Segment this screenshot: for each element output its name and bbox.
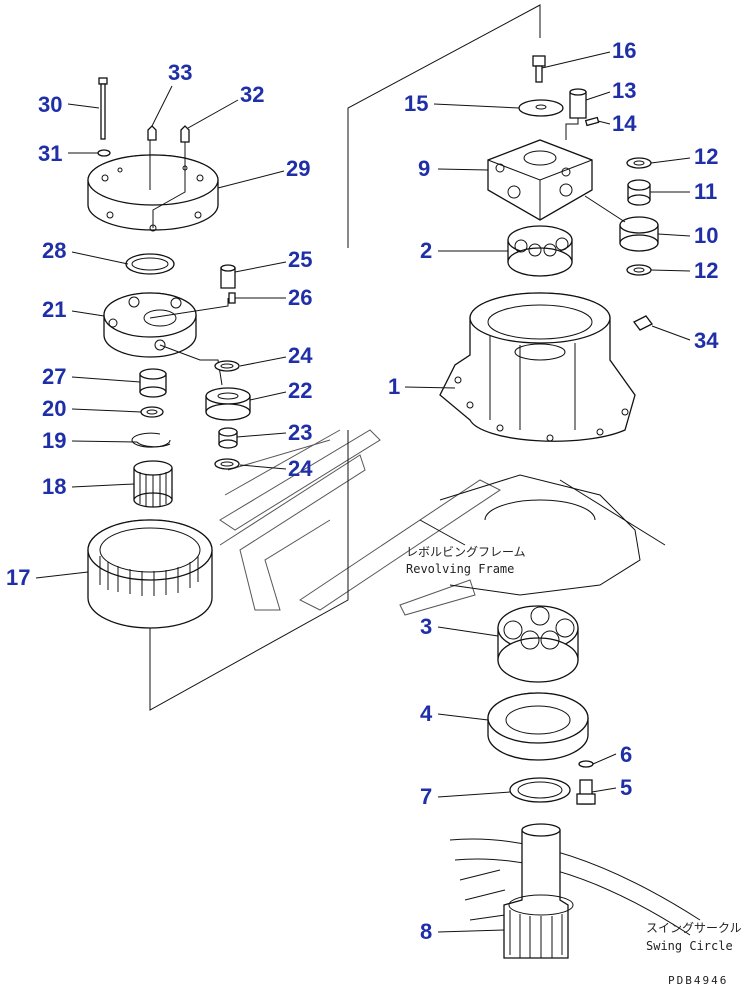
part-9-carrier — [487, 139, 593, 221]
revolving-frame-ghost — [219, 429, 501, 616]
leader-lines — [35, 51, 691, 933]
callout-25: 25 — [288, 247, 312, 272]
part-34-fitting — [633, 315, 653, 331]
callout-21: 21 — [42, 297, 66, 322]
part-15-cap — [518, 99, 564, 117]
part-32-fitting — [180, 125, 190, 143]
callout-1: 1 — [388, 374, 400, 399]
part-25-pin — [220, 264, 236, 289]
callout-26: 26 — [288, 285, 312, 310]
part-14-pin — [584, 116, 600, 127]
callout-20: 20 — [42, 396, 66, 421]
callout-14: 14 — [612, 111, 637, 136]
callout-11: 11 — [694, 179, 717, 204]
callout-34: 34 — [694, 328, 719, 353]
callout-5: 5 — [620, 775, 632, 800]
part-27-gear — [139, 368, 167, 398]
callout-23: 23 — [288, 420, 312, 445]
callout-3: 3 — [420, 614, 432, 639]
assembly-brackets — [149, 4, 541, 711]
callout-13: 13 — [612, 78, 636, 103]
callout-24-upper: 24 — [288, 343, 313, 368]
part-23-bushing — [218, 427, 238, 449]
part-2-bearing — [507, 225, 573, 277]
callout-22: 22 — [288, 378, 312, 403]
part-4-cover — [487, 692, 589, 761]
callout-4: 4 — [420, 701, 433, 726]
part-8-pinion-shaft — [503, 823, 574, 959]
callout-18: 18 — [42, 474, 66, 499]
revolving-frame-label-en: Revolving Frame — [406, 562, 514, 576]
callout-17: 17 — [6, 565, 30, 590]
callout-16: 16 — [612, 38, 636, 63]
part-30-bolt — [98, 77, 108, 140]
callout-6: 6 — [620, 742, 632, 767]
callout-9: 9 — [418, 156, 430, 181]
callout-28: 28 — [42, 238, 66, 263]
drawing-code: PDB4946 — [668, 974, 728, 987]
part-7-seal — [509, 777, 571, 803]
callout-15: 15 — [404, 91, 428, 116]
part-26-pin — [228, 292, 236, 304]
part-31-washer — [97, 149, 111, 157]
callout-2: 2 — [420, 238, 432, 263]
part-13-pin — [565, 88, 587, 140]
callout-7: 7 — [420, 784, 432, 809]
callout-19: 19 — [42, 428, 66, 453]
swing-circle-ghost — [449, 838, 701, 936]
callout-31: 31 — [38, 141, 62, 166]
part-6-washer — [578, 760, 594, 768]
callout-24-lower: 24 — [288, 456, 313, 481]
callout-12-lower: 12 — [694, 258, 718, 283]
part-22-bearing — [205, 387, 251, 421]
part-21-carrier — [103, 292, 229, 386]
part-1-housing — [439, 292, 636, 442]
part-33-plug — [147, 125, 157, 141]
part-12-washer-upper — [626, 157, 652, 169]
callout-8: 8 — [420, 919, 432, 944]
part-11-bushing — [627, 179, 651, 206]
callout-30: 30 — [38, 92, 62, 117]
part-18-bearing — [133, 460, 173, 508]
part-17-ring-gear — [87, 519, 213, 629]
part-19-snap-ring — [131, 432, 171, 448]
part-24-washer-lower — [214, 458, 240, 470]
part-29-cover — [87, 140, 219, 232]
part-16-bolt — [532, 55, 546, 83]
callout-12-upper: 12 — [694, 144, 718, 169]
callout-27: 27 — [42, 364, 66, 389]
part-12-washer-lower — [626, 264, 652, 276]
text-labels: レボルビングフレーム Revolving Frame スイングサークル Swin… — [406, 545, 742, 987]
revolving-frame-label-jp: レボルビングフレーム — [406, 545, 526, 559]
part-3-bearing — [497, 605, 579, 683]
callout-10: 10 — [694, 223, 718, 248]
part-10-gear — [584, 195, 659, 252]
part-24-washer-upper — [214, 360, 240, 372]
callout-numbers: 30 31 33 32 29 28 25 26 21 24 27 22 20 2… — [6, 38, 719, 944]
part-20-washer — [140, 406, 164, 418]
swing-circle-label-jp: スイングサークル — [646, 921, 742, 935]
part-28-ring — [125, 253, 175, 275]
callout-33: 33 — [168, 60, 192, 85]
callout-29: 29 — [286, 156, 310, 181]
revolving-frame-ring — [419, 474, 666, 596]
callout-32: 32 — [240, 82, 264, 107]
swing-circle-label-en: Swing Circle — [646, 939, 733, 953]
